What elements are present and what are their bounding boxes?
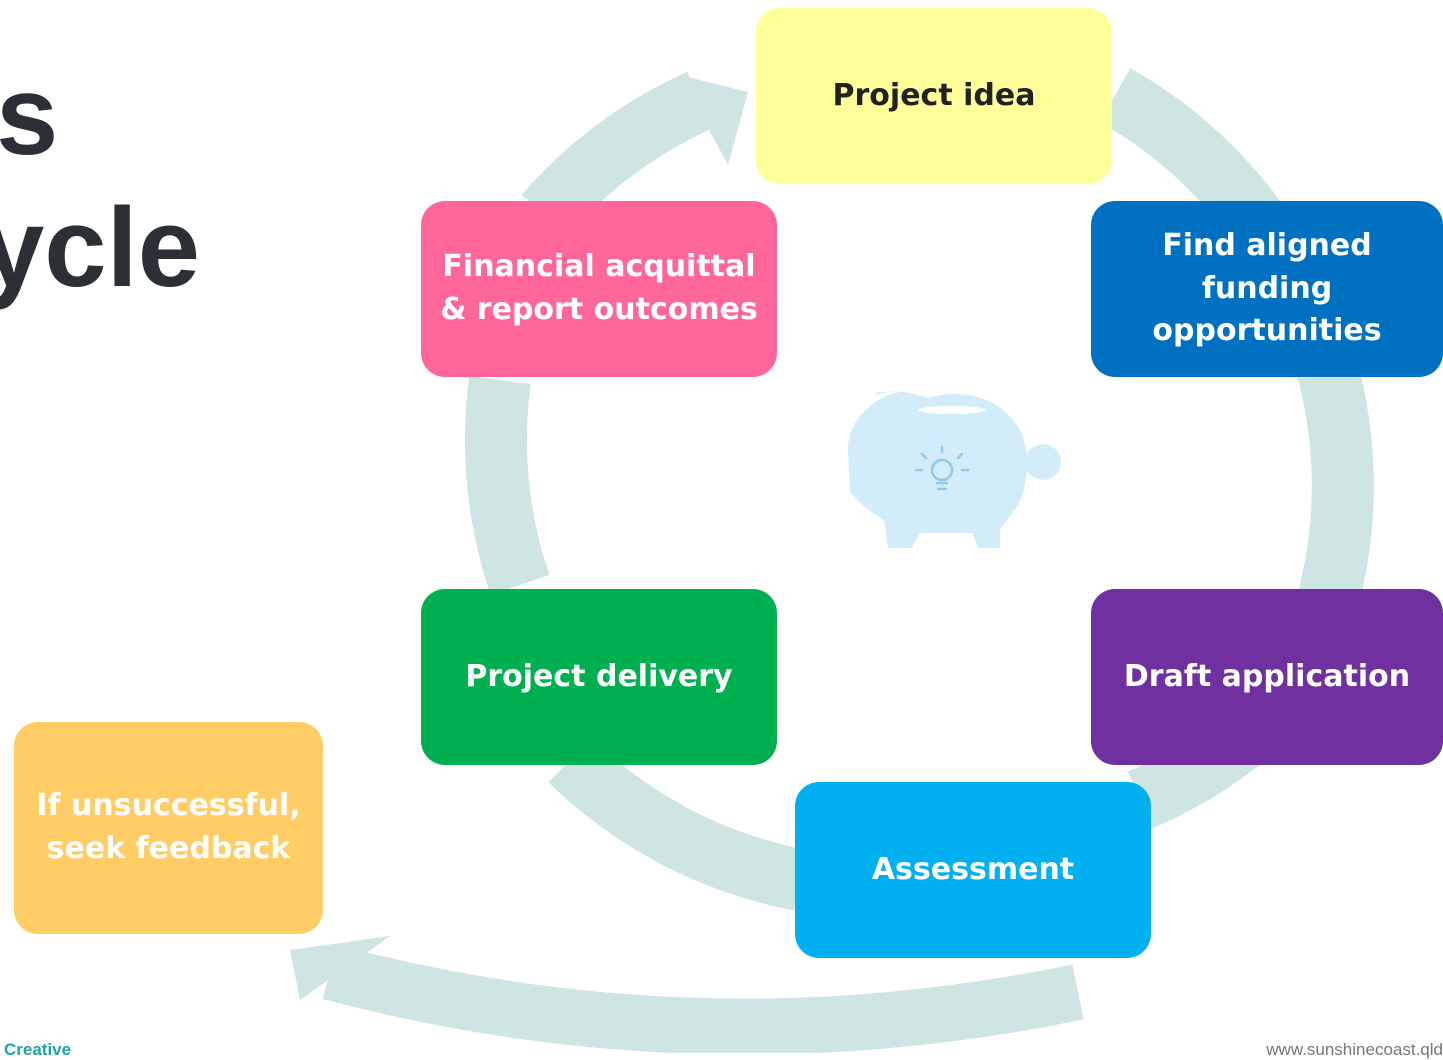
step-label: Project delivery (465, 658, 733, 694)
page-title-line-2: ycle (0, 185, 200, 310)
step-label: Financial acquittal & report outcomes (440, 249, 758, 327)
step-label: Assessment (871, 851, 1075, 887)
step-label: If unsuccessful, seek feedback (36, 788, 301, 866)
step-assessment: Assessment (795, 782, 1151, 958)
step-financial-acquittal: Financial acquittal & report outcomes (421, 201, 777, 377)
step-label: Draft application (1123, 658, 1411, 694)
step-if-unsuccessful: If unsuccessful, seek feedback (14, 722, 323, 934)
piggy-bank-lightbulb-icon (848, 391, 1061, 548)
step-draft-application: Draft application (1091, 589, 1443, 765)
step-find-funding: Find aligned funding opportunities (1091, 201, 1443, 377)
step-project-delivery: Project delivery (421, 589, 777, 765)
step-label: Project idea (832, 77, 1036, 113)
footer-brand: Creative (4, 1040, 72, 1059)
step-project-idea: Project idea (756, 8, 1112, 184)
step-label: Find aligned funding opportunities (1152, 228, 1382, 349)
footer-url[interactable]: www.sunshinecoast.qld (1266, 1040, 1443, 1059)
page-title-line-1: s (0, 53, 59, 178)
